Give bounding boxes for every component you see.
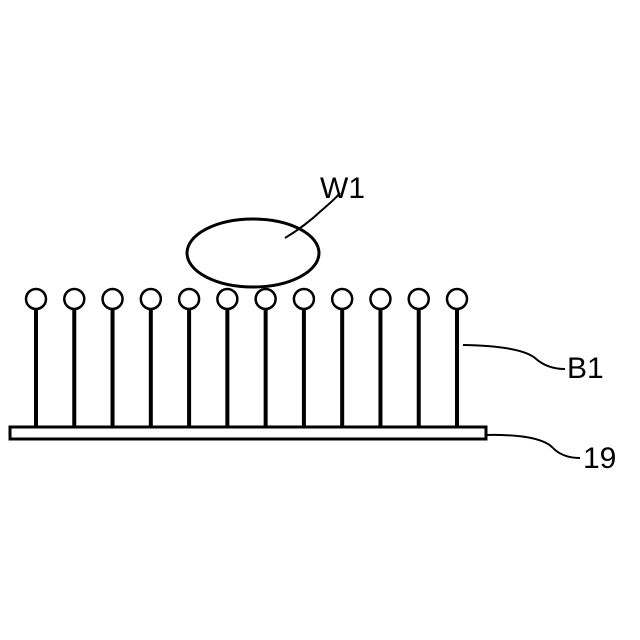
- pillar-head: [179, 289, 199, 309]
- pillar-head: [256, 289, 276, 309]
- pillar-head: [409, 289, 429, 309]
- pillar-head: [447, 289, 467, 309]
- pillar-head: [26, 289, 46, 309]
- substrate-label: 19: [583, 442, 616, 475]
- pillar-label: B1: [567, 352, 604, 385]
- pillar-head: [370, 289, 390, 309]
- pillar-head: [294, 289, 314, 309]
- substrate-leader-line: [486, 435, 580, 458]
- droplet-label: W1: [320, 172, 365, 205]
- pillar-head: [332, 289, 352, 309]
- pillar-head: [103, 289, 123, 309]
- pillar-array: [26, 289, 467, 427]
- pillar-head: [141, 289, 161, 309]
- pillar-head: [217, 289, 237, 309]
- pillar-leader-line: [463, 345, 565, 369]
- substrate-plate: [10, 427, 486, 439]
- pillar-head: [64, 289, 84, 309]
